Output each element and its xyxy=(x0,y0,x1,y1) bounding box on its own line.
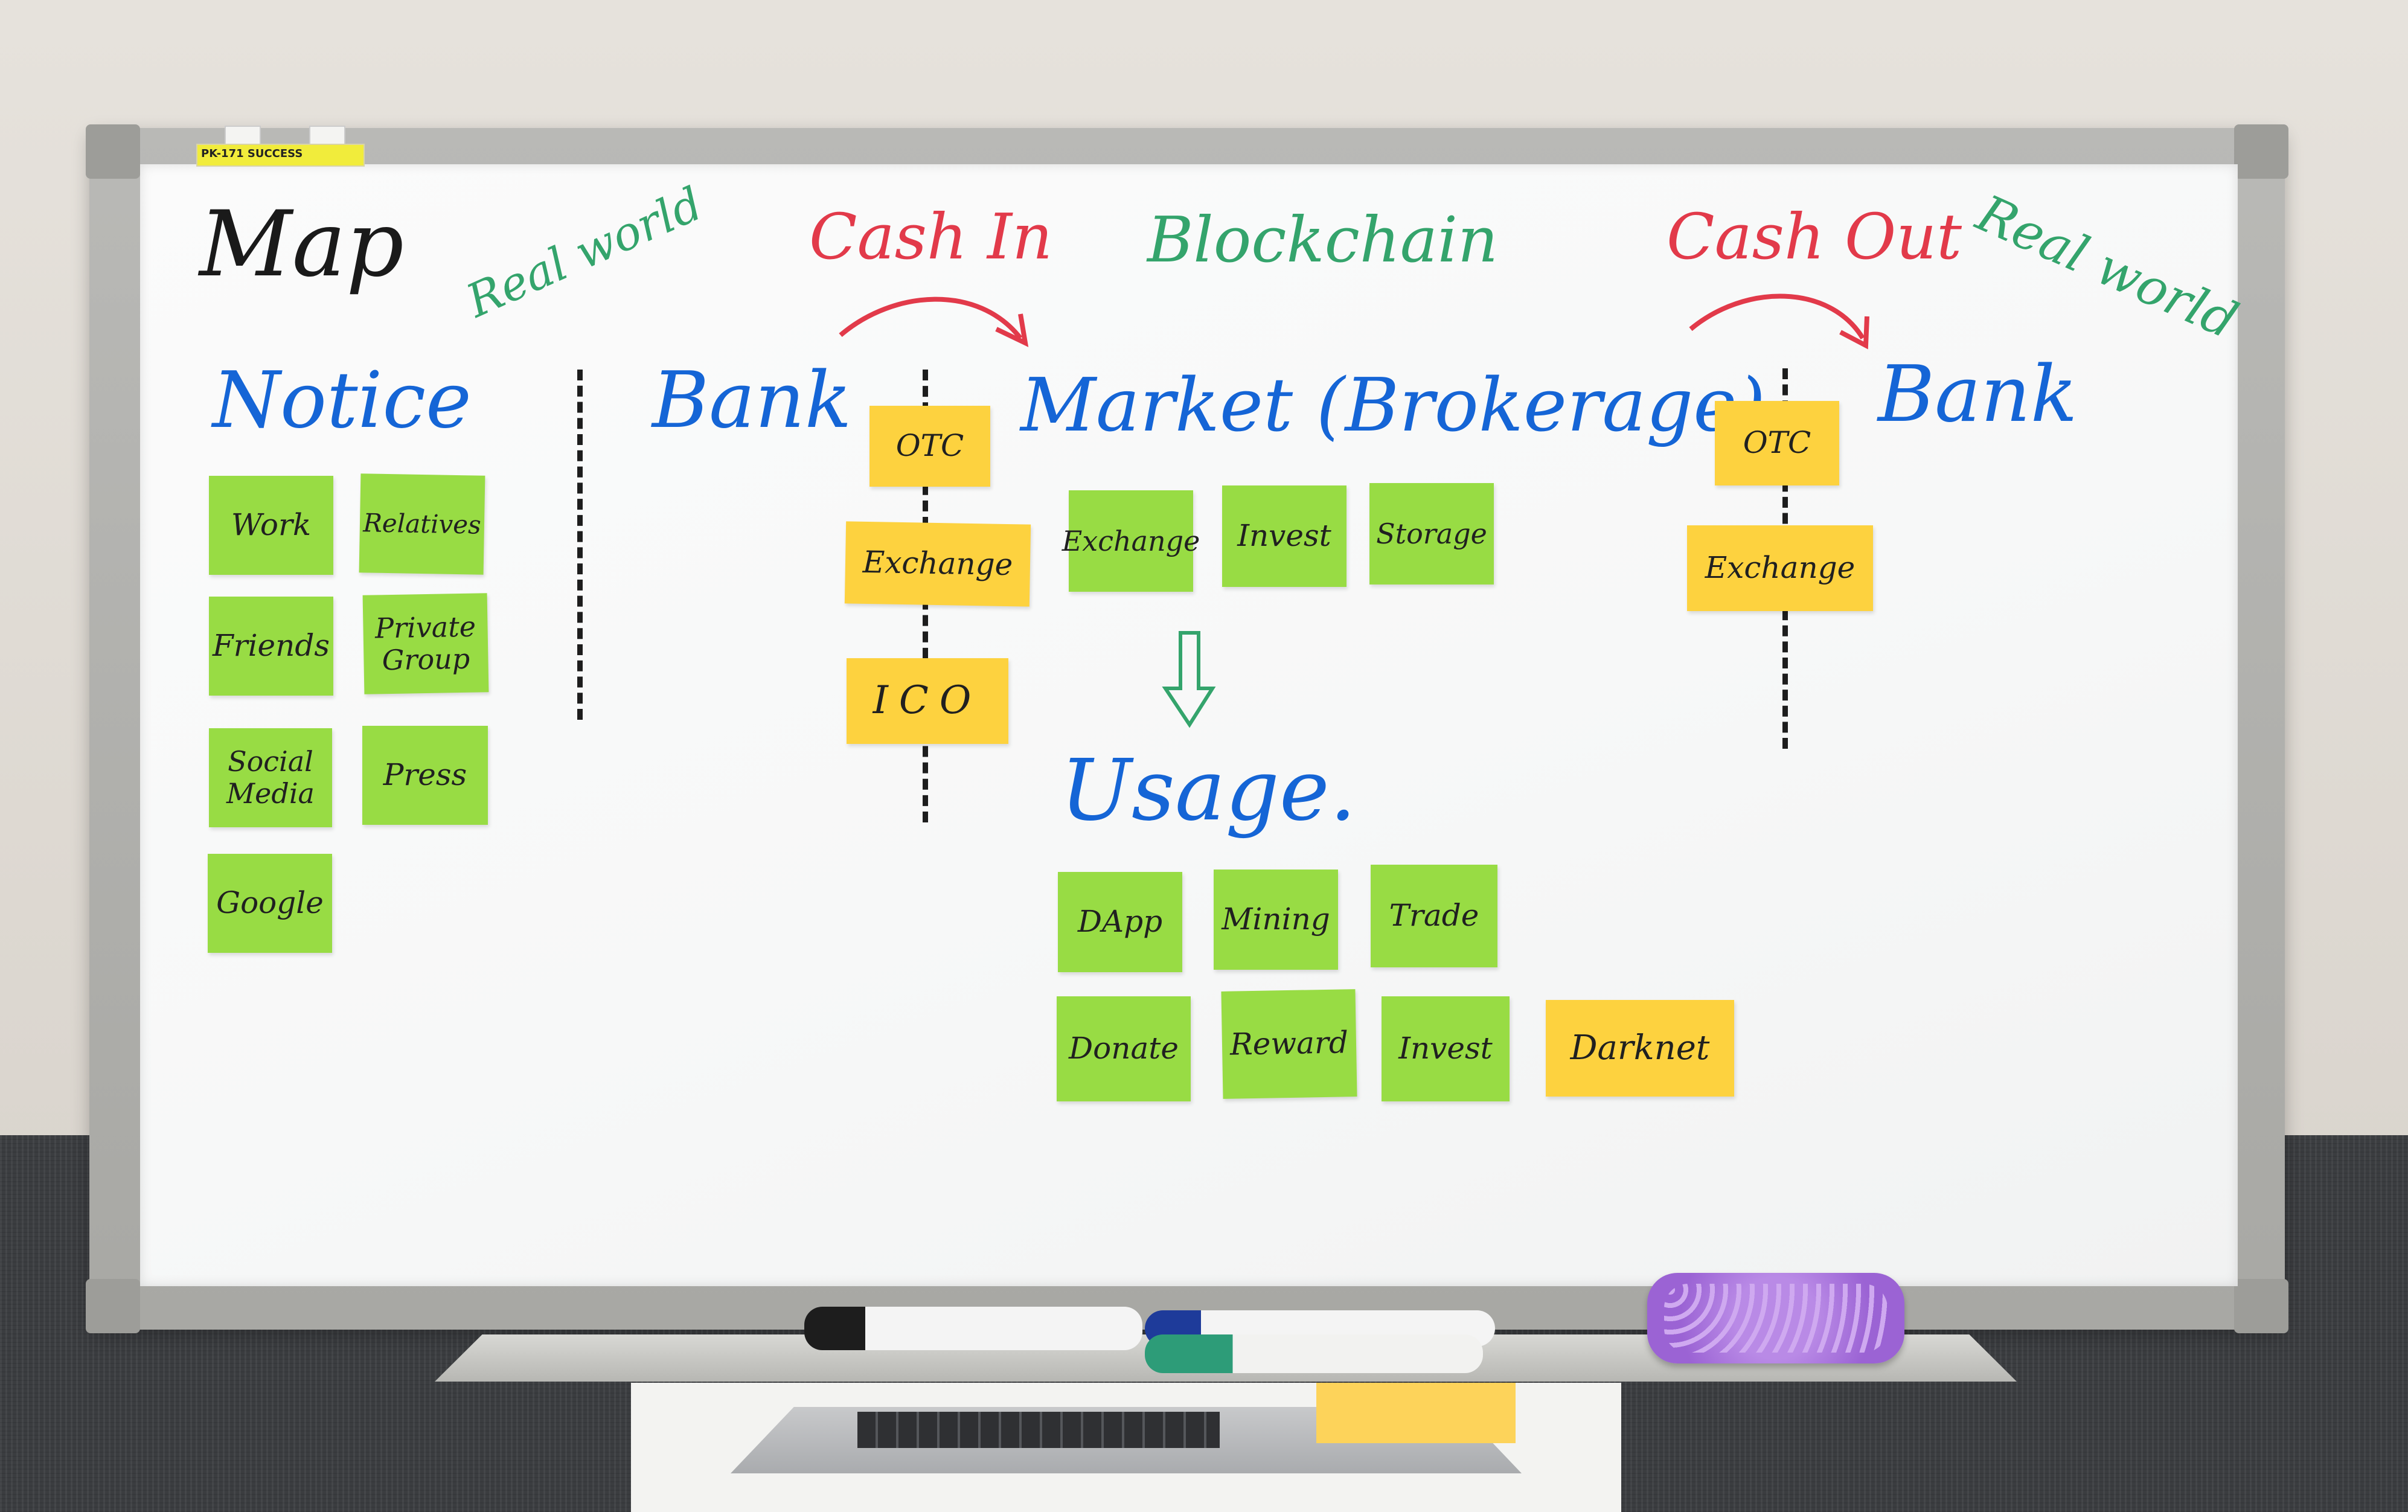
sticky-note: Exchange xyxy=(1062,490,1200,592)
sticky-note: Darknet xyxy=(1546,1000,1734,1097)
whiteboard-surface xyxy=(140,164,2238,1286)
usage-heading: Usage. xyxy=(1060,742,1357,840)
sticky-note: Press xyxy=(362,726,488,825)
sticky-note: Invest xyxy=(1382,996,1510,1101)
label-tape: PK-171 SUCCESS xyxy=(196,144,365,167)
frame-corner xyxy=(86,1279,140,1333)
map-title: Map xyxy=(199,192,405,297)
sticky-note: Exchange xyxy=(1687,525,1873,611)
sticky-note: Storage xyxy=(1369,483,1494,585)
sticky-note: OTC xyxy=(1715,401,1839,485)
sticky-note: Relatives xyxy=(359,473,485,575)
divider-line xyxy=(577,370,583,720)
black-marker xyxy=(804,1307,1142,1350)
frame-corner xyxy=(2234,124,2288,179)
green-marker xyxy=(1145,1334,1483,1373)
notice-heading: Notice xyxy=(213,356,472,446)
cash-out-label: Cash Out xyxy=(1667,200,1962,274)
blockchain-label: Blockchain xyxy=(1147,203,1499,277)
bank-right-heading: Bank xyxy=(1878,350,2078,440)
eraser xyxy=(1647,1273,1904,1363)
sticky-note: Google xyxy=(208,854,332,953)
sticky-note: ICO xyxy=(847,658,1008,744)
sticky-note: Work xyxy=(209,476,333,575)
market-heading: Market (Brokerage) xyxy=(1020,362,1766,448)
sticky-note: Mining xyxy=(1214,870,1338,970)
frame-corner xyxy=(2234,1279,2288,1333)
sticky-note: Friends xyxy=(209,597,333,696)
sticky-note: DApp xyxy=(1058,872,1182,972)
sticky-note: Private Group xyxy=(362,593,489,694)
sticky-note: Exchange xyxy=(844,521,1031,607)
sticky-note: Reward xyxy=(1221,989,1357,1099)
sticky-note: Invest xyxy=(1222,485,1346,587)
sticky-note: Donate xyxy=(1057,996,1191,1101)
cash-in-label: Cash In xyxy=(809,200,1053,274)
bank-left-heading: Bank xyxy=(652,356,852,446)
sticky-note-underneath xyxy=(1316,1383,1516,1443)
sticky-note: Trade xyxy=(1371,865,1497,967)
sticky-note: OTC xyxy=(869,406,990,487)
sticky-note: Social Media xyxy=(209,728,332,827)
laptop-keyboard xyxy=(857,1412,1220,1448)
frame-corner xyxy=(86,124,140,179)
